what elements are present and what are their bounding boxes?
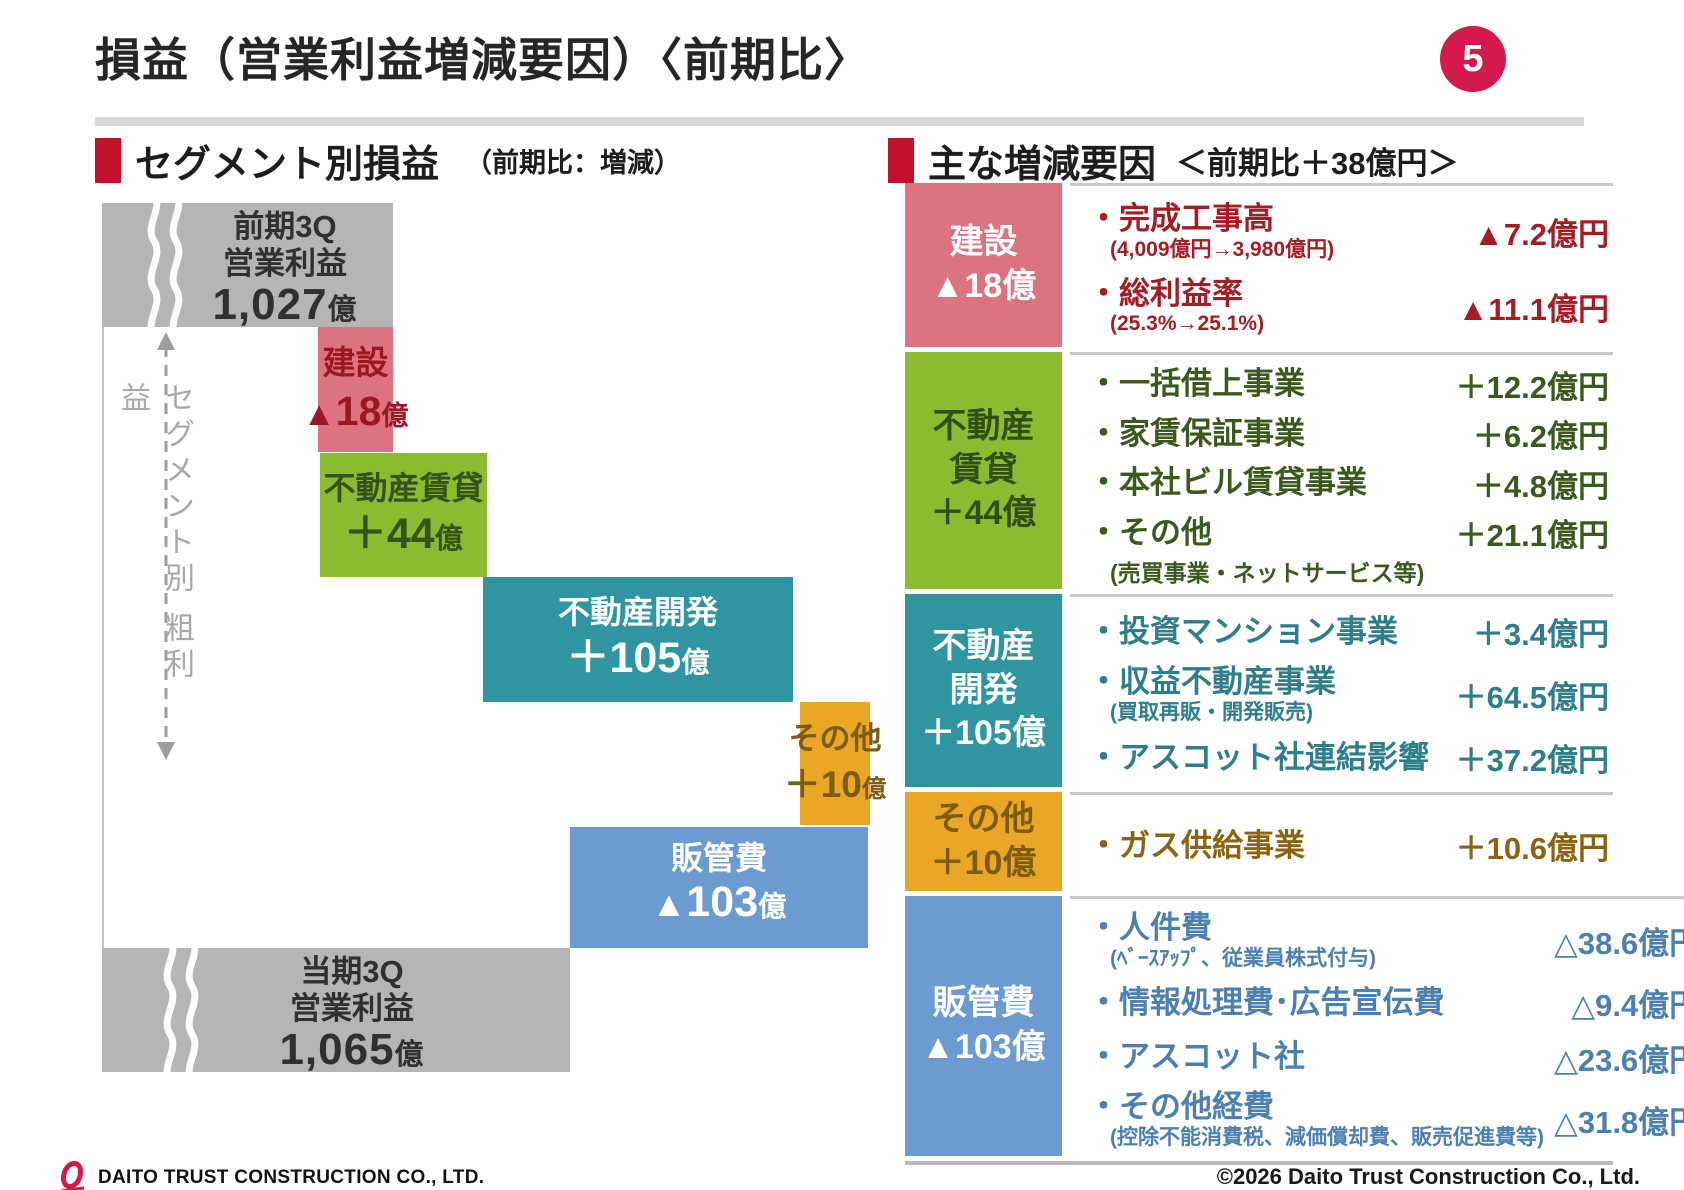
waterfall-bar-construction: 建設 ▲18億 (303, 327, 408, 452)
waterfall-bar-development: 不動産開発 ＋105億 (483, 577, 793, 702)
start-bar-label: 前期3Q 営業利益 1,027億 (212, 209, 358, 330)
table-row-construction: 建設 ▲18億 ・完成工事高 (4,009億円→3,980億円) ▲7.2億円 … (905, 183, 1613, 352)
factor-item: ・情報処理費･広告宣伝費 △9.4億円 (1088, 985, 1684, 1024)
factor-item: ・人件費 (ﾍﾞｰｽｱｯﾌﾟ、従業員株式付与) △38.6億円 (1088, 910, 1684, 970)
factor-item: ・総利益率 (25.3%→25.1%) ▲11.1億円 (1088, 275, 1609, 336)
left-section-subtitle: （前期比：増減） (465, 148, 682, 178)
factor-item: ・投資マンション事業 ＋3.4億円 (1088, 613, 1609, 653)
left-section-header: セグメント別損益 （前期比：増減） (95, 133, 681, 188)
waterfall-bar-other: その他 ＋10億 (784, 702, 886, 825)
table-row-rental: 不動産 賃貸 ＋44億 ・一括借上事業 ＋12.2億円 ・家賃保証事業 ＋6.2… (905, 352, 1613, 594)
waterfall-bar-rental: 不動産賃貸 ＋44億 (320, 453, 487, 577)
segment-cell-construction: 建設 ▲18億 (905, 183, 1062, 347)
right-section-title: 主な増減要因 (928, 144, 1157, 186)
chart-axis-label: セグメント別 粗利益 (116, 382, 193, 685)
chart-frame-left-border (102, 327, 104, 948)
table-row-sga: 販管費 ▲103億 ・人件費 (ﾍﾞｰｽｱｯﾌﾟ、従業員株式付与) △38.6億… (905, 896, 1684, 1161)
right-section-header: 主な増減要因 ＜前期比＋38億円＞ (888, 133, 1459, 188)
segment-cell-rental: 不動産 賃貸 ＋44億 (905, 352, 1062, 589)
title-divider (95, 117, 1584, 126)
segment-cell-development: 不動産 開発 ＋105億 (905, 594, 1062, 787)
axis-break-wave-icon (147, 199, 183, 331)
left-section-title: セグメント別損益 (135, 144, 440, 186)
factor-item: ・一括借上事業 ＋12.2億円 (1088, 366, 1609, 405)
waterfall-bar-sga: 販管費 ▲103億 (570, 827, 868, 948)
red-square-bullet-icon (888, 138, 914, 183)
factor-item: ・完成工事高 (4,009億円→3,980億円) ▲7.2億円 (1088, 201, 1609, 262)
factors-table: 建設 ▲18億 ・完成工事高 (4,009億円→3,980億円) ▲7.2億円 … (905, 183, 1684, 1165)
factor-item: ・ガス供給事業 ＋10.6億円 (1088, 827, 1609, 866)
table-row-other: その他 ＋10億 ・ガス供給事業 ＋10.6億円 (905, 792, 1613, 896)
end-bar-label: 当期3Q 営業利益 1,065億 (279, 954, 425, 1075)
factor-note-line: (売買事業・ネットサービス等) (1110, 559, 1425, 586)
factor-item: ・アスコット社 △23.6億円 (1088, 1039, 1684, 1078)
axis-double-arrow-icon (157, 332, 175, 760)
copyright-text: ©2026 Daito Trust Construction Co., Ltd. (1216, 1164, 1640, 1189)
page-number-badge: 5 (1440, 26, 1506, 92)
axis-break-wave-icon (163, 944, 199, 1076)
segment-cell-other: その他 ＋10億 (905, 792, 1062, 891)
company-name: DAITO TRUST CONSTRUCTION CO., LTD. (98, 1167, 485, 1188)
red-square-bullet-icon (95, 138, 121, 183)
factor-item: ・アスコット社連結影響 ＋37.2億円 (1088, 739, 1609, 778)
waterfall-end-bar: 当期3Q 営業利益 1,065億 (102, 944, 570, 1076)
table-row-development: 不動産 開発 ＋105億 ・投資マンション事業 ＋3.4億円 ・収益不動産事業 … (905, 594, 1613, 792)
factor-item: ・収益不動産事業 (買取再販・開発販売) ＋64.5億円 (1088, 664, 1609, 724)
waterfall-start-bar: 前期3Q 営業利益 1,027億 (102, 199, 393, 331)
factor-item: ・家賃保証事業 ＋6.2億円 (1088, 415, 1609, 455)
factor-item: ・その他 ＋21.1億円 (1088, 514, 1609, 554)
segment-cell-sga: 販管費 ▲103億 (905, 896, 1062, 1156)
page-number: 5 (1462, 37, 1484, 80)
daito-logo-icon (60, 1160, 85, 1190)
page-title: 損益（営業利益増減要因）〈前期比〉 (95, 34, 871, 86)
factor-item: ・その他経費 (控除不能消費税、減価償却費、販売促進費等) △31.8億円 (1088, 1088, 1684, 1149)
right-section-subtitle: ＜前期比＋38億円＞ (1176, 146, 1459, 181)
factor-item: ・本社ビル賃貸事業 ＋4.8億円 (1088, 465, 1609, 504)
company-logo: DAITO TRUST CONSTRUCTION CO., LTD. (56, 1160, 484, 1190)
